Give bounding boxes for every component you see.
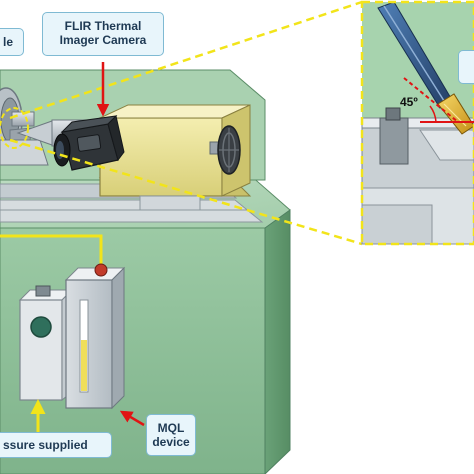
tailstock — [16, 104, 252, 211]
mql-pointer-arrow — [119, 410, 145, 427]
inset-nozzle-label — [458, 50, 474, 84]
reservoir-gauge — [30, 316, 52, 338]
mql-device-body — [65, 279, 113, 409]
spindle-label: le — [0, 28, 24, 56]
mql-label-line1: MQL — [157, 421, 185, 435]
spindle-chuck — [0, 87, 49, 166]
angle-label: 45º — [400, 95, 418, 109]
live-centre — [16, 120, 53, 146]
reservoir-body — [19, 299, 63, 401]
inset-nozzle — [437, 93, 474, 135]
focus-ellipse — [0, 107, 29, 149]
lathe-bed-side — [264, 209, 291, 474]
pressure-label: ssure supplied — [0, 432, 112, 458]
callout-lines — [0, 0, 363, 246]
pressure-label-text: ssure supplied — [3, 438, 88, 452]
coolant-line — [0, 234, 103, 270]
spindle-label-text: le — [2, 35, 13, 49]
mql-knob — [94, 263, 108, 277]
air-reservoir — [18, 285, 74, 402]
mql-label-line2: device — [152, 435, 190, 449]
inset-zoom — [360, 0, 474, 246]
flir-label-line1: FLIR Thermal — [64, 19, 142, 33]
flir-camera-label: FLIR Thermal Imager Camera — [42, 12, 164, 56]
angle-reference-diagonal — [403, 77, 459, 123]
mql-device-label: MQL device — [146, 414, 196, 456]
flir-label-line2: Imager Camera — [59, 33, 147, 47]
mql-device — [64, 263, 126, 410]
